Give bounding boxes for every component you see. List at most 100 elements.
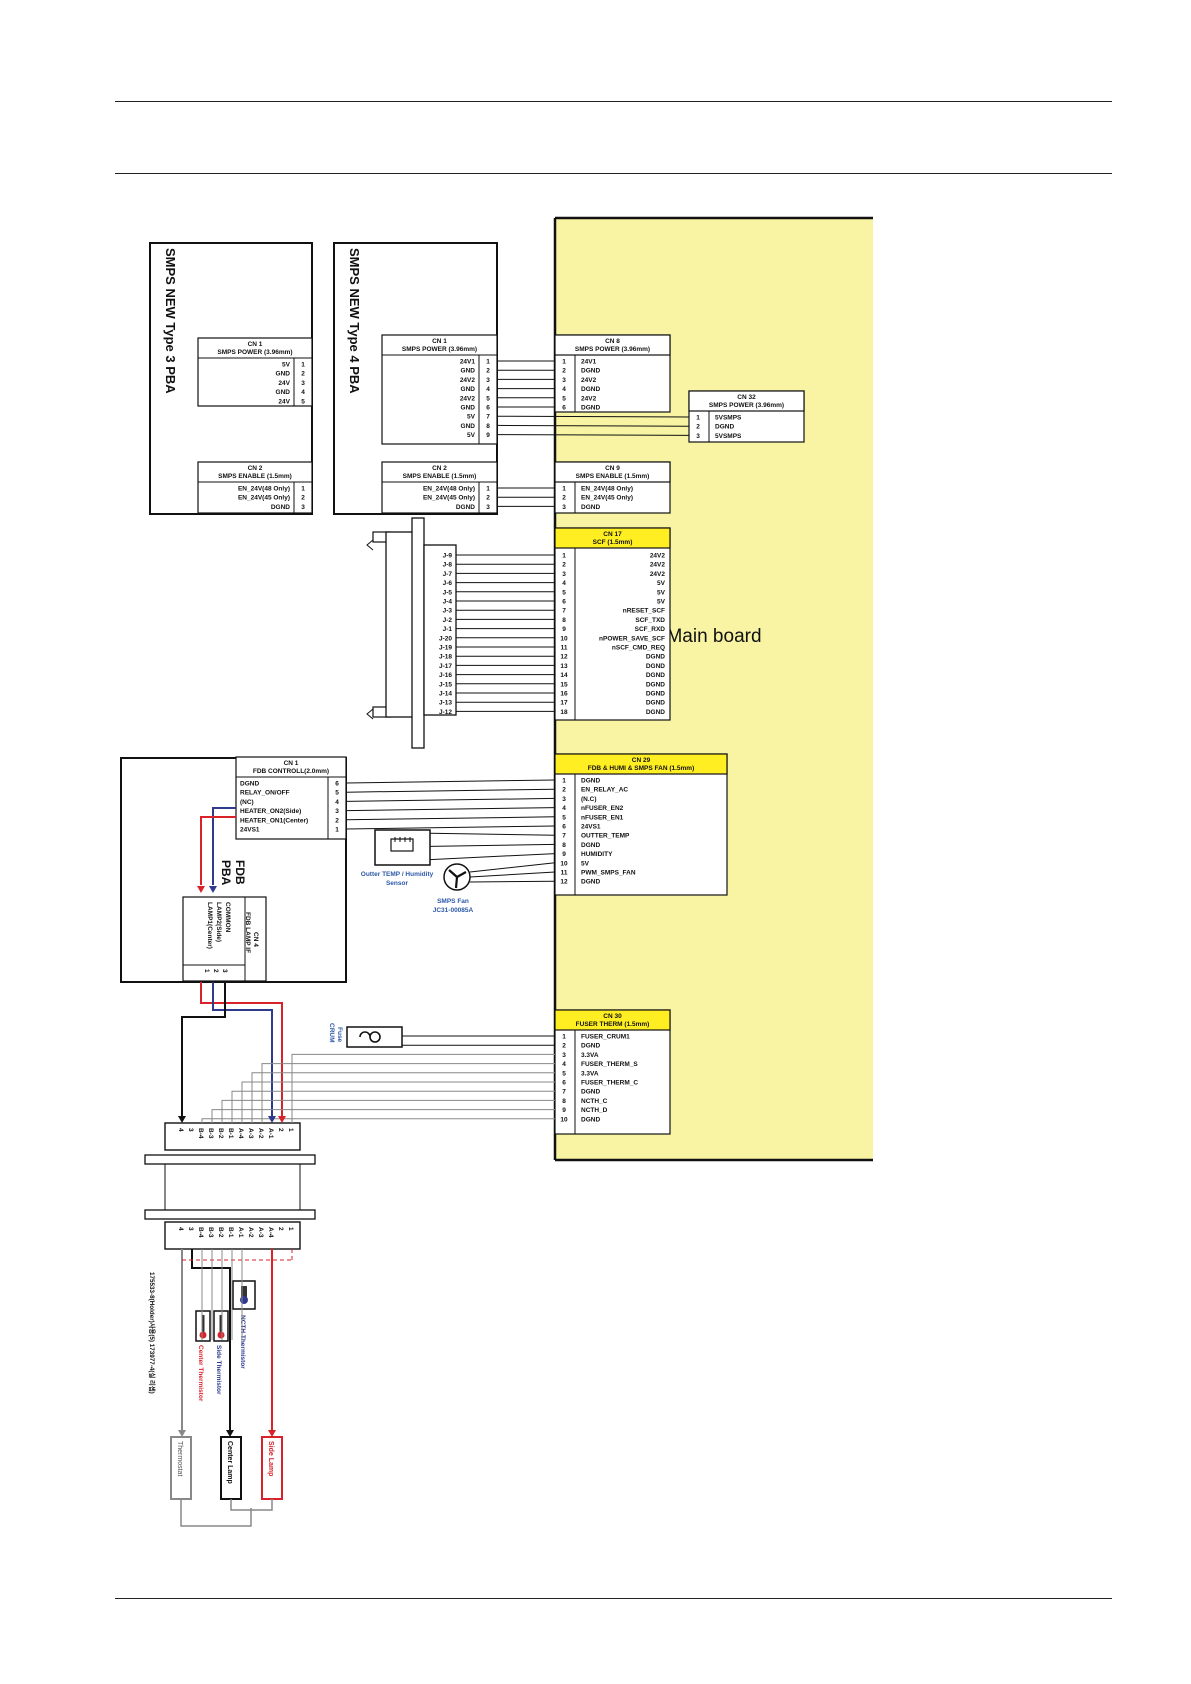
- smps4-cn2-connector-pin-number: 2: [486, 495, 490, 502]
- smps4-cn1-connector-pin-signal: 5V: [467, 414, 476, 421]
- scf-jack-pin-label: J-14: [439, 691, 452, 698]
- cn30-connector-title: CN 30: [603, 1013, 622, 1020]
- thermostat-label: Thermostat: [176, 1441, 183, 1476]
- cn29-connector-pin-number: 3: [562, 796, 566, 803]
- fdb-cn1-pin-signal: 24VS1: [240, 827, 260, 834]
- smps4-cn2-connector-pin-signal: EN_24V(48 Only): [423, 486, 475, 493]
- cn9-connector-pin-number: 1: [562, 486, 566, 493]
- smps3-cn2-connector-pin-number: 1: [301, 486, 305, 493]
- cn29-connector-pin-signal: DGND: [581, 778, 600, 785]
- fdb-cn1-pin-number: 6: [335, 781, 339, 788]
- smps4-cn2-connector-pin-number: 1: [486, 486, 490, 493]
- cn30-connector-pin-number: 2: [562, 1043, 566, 1050]
- cn30-connector: [554, 1009, 671, 1135]
- cn30-connector-pin-number: 9: [562, 1107, 566, 1114]
- footer-rule: [115, 1598, 1112, 1599]
- cn17-pin-number: 15: [560, 681, 568, 688]
- smps3-cn2-connector-pin-signal: EN_24V(48 Only): [238, 486, 290, 493]
- smps3-cn2-connector-pin-signal: EN_24V(45 Only): [238, 495, 290, 502]
- fdb-cn1-pin-number: 3: [335, 808, 339, 815]
- cn32-connector-subtitle: SMPS POWER (3.96mm): [709, 402, 784, 409]
- smps4-cn2-connector-subtitle: SMPS ENABLE (1.5mm): [403, 473, 477, 480]
- cn30-connector-pin-signal: DGND: [581, 1116, 600, 1123]
- fdb-control-wire: [345, 797, 556, 802]
- smps4-cn1-connector-pin-number: 4: [486, 386, 490, 393]
- fdb-cn1-pin-number: 2: [335, 817, 339, 824]
- cn17-pin-signal: 24V2: [650, 562, 666, 569]
- smps4-cn2-connector-title: CN 2: [432, 465, 447, 472]
- cn29-connector-header: [554, 753, 728, 775]
- fuser-connector-pin-label: B-1: [227, 1128, 234, 1139]
- scf-jack-pin-label: J-17: [439, 663, 452, 670]
- fdb-cn1-title: CN 1: [284, 760, 299, 767]
- center-thermistor-label: Center Thermistor: [197, 1345, 204, 1402]
- side-thermistor-label: Side Thermistor: [215, 1345, 222, 1395]
- heater-side-arrow: [209, 886, 217, 893]
- fdb-control-wire: [345, 779, 556, 784]
- cn29-connector-pin-signal: EN_RELAY_AC: [581, 787, 628, 794]
- smps4-cn1-connector-pin-signal: GND: [461, 405, 476, 412]
- cn29-connector-pin-number: 10: [560, 860, 568, 867]
- fdb-control-wire: [345, 825, 556, 830]
- fdb-cn1-pin-signal: HEATER_ON1(Center): [240, 817, 308, 824]
- fuser-connector-pin-label: A-2: [257, 1128, 264, 1139]
- cn29-connector: [554, 753, 728, 896]
- smps3-cn1-connector-pin-signal: GND: [276, 389, 291, 396]
- main-board-label: Main board: [666, 626, 761, 647]
- smps4-cn1-connector-pin-signal: GND: [461, 386, 476, 393]
- cn29-connector-pin-number: 1: [562, 778, 566, 785]
- fuse-crum-label: CRUM: [328, 1023, 335, 1043]
- thermistor-wire: [241, 1081, 555, 1123]
- cn30-connector-pin-number: 4: [562, 1061, 566, 1068]
- thermostat-arrow: [178, 1430, 186, 1437]
- cn32-connector-pin-number: 3: [696, 433, 700, 440]
- cn30-connector-header: [554, 1009, 671, 1031]
- cn29-connector-pin-number: 2: [562, 787, 566, 794]
- cn32-connector-pin-signal: DGND: [715, 424, 734, 431]
- cn17-pin-number: 16: [560, 691, 568, 698]
- smps3-cn1-connector-pin-signal: 24V: [278, 380, 290, 387]
- smps3-cn1-connector-pin-number: 2: [301, 371, 305, 378]
- lamp-return-wire: [180, 1499, 252, 1527]
- smps3-cn2-connector-pin-signal: DGND: [271, 504, 290, 511]
- cn30-connector-pin-signal: FUSER_THERM_S: [581, 1061, 638, 1068]
- scf-jack-pin-label: J-8: [443, 562, 453, 569]
- cn17-pin-signal: DGND: [646, 672, 665, 679]
- lamp-center-wire: [200, 982, 283, 1116]
- fuse-crum: [346, 1026, 403, 1048]
- cn17-pin-signal: nPOWER_SAVE_SCF: [599, 635, 665, 642]
- lamp-side-wire: [212, 982, 273, 1116]
- fuser-connector-pin-label: 4: [177, 1227, 184, 1231]
- cn9-connector-pin-signal: EN_24V(45 Only): [581, 495, 633, 502]
- cn32-connector-header: [688, 390, 805, 412]
- lamp-common-arrow: [178, 1116, 186, 1123]
- fuser-connector-pin-label: 2: [277, 1128, 284, 1132]
- fdb-cn1-pin-signal: (NC): [240, 799, 254, 806]
- cn30-connector-pin-number: 3: [562, 1052, 566, 1059]
- cn30-connector-pin-signal: FUSER_CRUM1: [581, 1034, 630, 1041]
- smps4-cn1-connector-pin-signal: GND: [461, 423, 476, 430]
- smps4-cn1-connector-pin-signal: 24V1: [460, 359, 476, 366]
- fdb-cn4-connector: [182, 896, 267, 982]
- fdb-cn4-title: CN 4: [252, 932, 259, 947]
- cn29-connector-pin-number: 12: [560, 879, 568, 886]
- fdb-label: PBA: [219, 860, 233, 886]
- fuser-connector-pin-label: A-4: [267, 1227, 274, 1238]
- thermistor-wire: [211, 1109, 555, 1123]
- smps3-cn1-connector-pin-number: 4: [301, 389, 305, 396]
- cn17-connector: [554, 527, 671, 721]
- thermistor-wire: [291, 1053, 555, 1123]
- cn32-connector-pin-signal: 5VSMPS: [715, 415, 742, 422]
- smps3-cn1-connector-pin-signal: 5V: [282, 362, 291, 369]
- cn17-pin-signal: DGND: [646, 654, 665, 661]
- smps4-cn1-connector-pin-number: 8: [486, 423, 490, 430]
- fdb-cn4-pin-number: 2: [212, 969, 219, 973]
- fuser-connector-lower: [164, 1221, 301, 1250]
- fuse-crum-label: Fuse: [336, 1027, 343, 1043]
- scf-jack-flange: [411, 517, 425, 749]
- fdb-cn4-subtitle: FDB LAMP IF: [244, 912, 251, 953]
- sensor-wire: [429, 853, 556, 861]
- smps-5v-wire: [496, 434, 690, 436]
- smps3-cn2-connector-title: CN 2: [248, 465, 263, 472]
